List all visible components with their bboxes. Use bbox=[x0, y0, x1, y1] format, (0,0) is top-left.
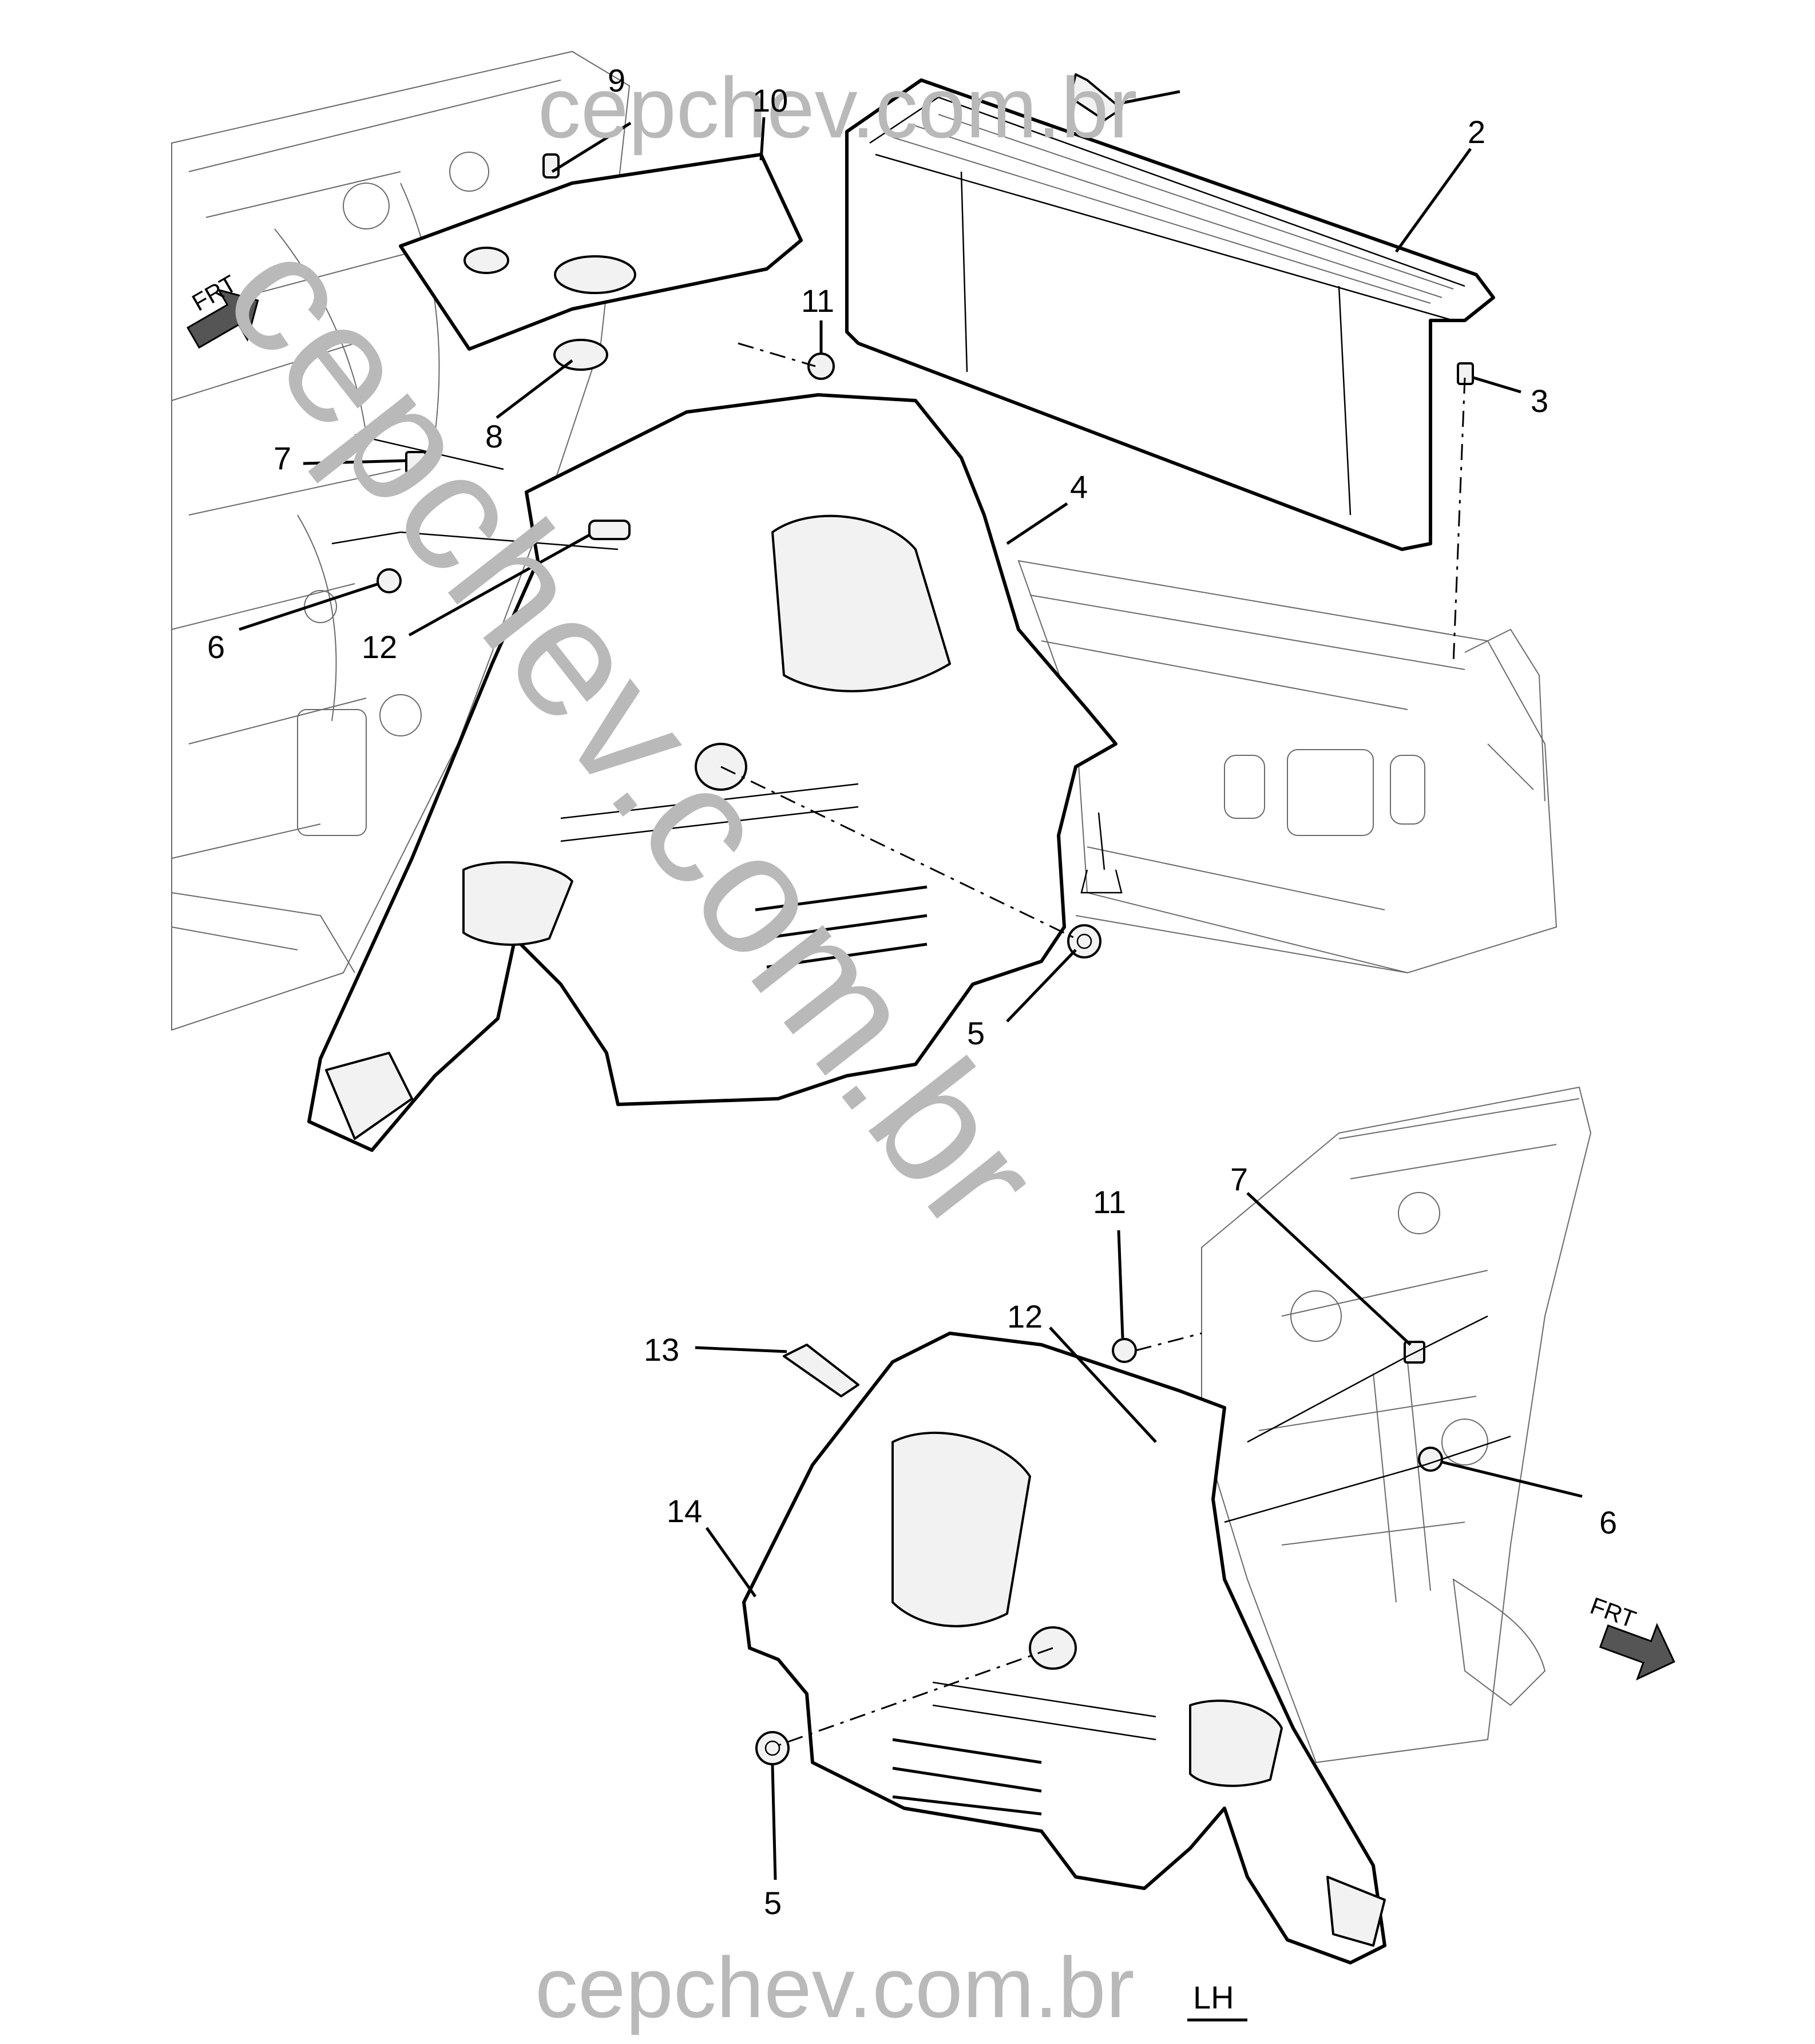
part-14-quarter-trim-panel bbox=[742, 1332, 1386, 1964]
part-6-grommet-top bbox=[377, 568, 402, 593]
assembly-path-6-bottom bbox=[1224, 1435, 1511, 1523]
lower-body-structure bbox=[1201, 1086, 1592, 1764]
part-11-nut-top bbox=[807, 352, 835, 380]
assembly-path-11-top bbox=[738, 342, 816, 367]
watermark-top: cepchev.com.br bbox=[538, 60, 1138, 156]
part-11-nut-bottom bbox=[1112, 1338, 1137, 1363]
assembly-path-7-bottom bbox=[1247, 1315, 1488, 1443]
assembly-path-7-top bbox=[354, 434, 504, 470]
part-4-quarter-trim-panel bbox=[307, 393, 1117, 1152]
callout-5-top: 5 bbox=[967, 1015, 985, 1051]
part-9-clip bbox=[542, 153, 560, 179]
part-5-grommet-bottom bbox=[755, 1731, 790, 1765]
callout-11-bottom: 11 bbox=[1093, 1184, 1126, 1220]
assembly-path-11-bottom bbox=[1135, 1332, 1202, 1352]
callout-11-top: 11 bbox=[801, 283, 834, 319]
watermark-bottom: cepchev.com.br bbox=[535, 1939, 1135, 2035]
assembly-path-3 bbox=[1452, 377, 1466, 664]
assembly-path-5-bottom bbox=[778, 1647, 1053, 1746]
callout-3: 3 bbox=[1531, 383, 1548, 419]
assembly-path-6-top bbox=[331, 531, 619, 550]
part-2-rear-closeout-panel bbox=[845, 73, 1495, 551]
callout-4: 4 bbox=[1070, 469, 1088, 505]
part-13-cover bbox=[783, 1344, 859, 1397]
callout-9: 9 bbox=[608, 62, 625, 98]
callouts: 9 10 2 11 3 4 7 8 6 12 5 11 7 12 13 6 14… bbox=[207, 62, 1617, 2015]
frt-arrow-bottom: FRT bbox=[1587, 1592, 1675, 1681]
part-12-cover-top bbox=[588, 520, 631, 540]
part-10-upper-quarter-trim bbox=[399, 153, 803, 351]
callout-6-top: 6 bbox=[207, 629, 225, 665]
callout-7-bottom: 7 bbox=[1230, 1161, 1248, 1197]
callout-5-bottom: 5 bbox=[764, 1885, 782, 1921]
callout-6-bottom: 6 bbox=[1599, 1504, 1617, 1540]
callout-8: 8 bbox=[485, 418, 503, 454]
part-5-grommet-top bbox=[1067, 924, 1101, 958]
callout-13: 13 bbox=[644, 1332, 679, 1368]
part-6-grommet-bottom bbox=[1418, 1447, 1443, 1472]
rear-end-panel-structure bbox=[1017, 560, 1558, 974]
part-7-clip-top bbox=[405, 451, 427, 474]
callout-14: 14 bbox=[667, 1493, 702, 1529]
callout-2: 2 bbox=[1468, 114, 1485, 150]
callout-12-bottom: 12 bbox=[1007, 1298, 1043, 1334]
part-8-cover bbox=[553, 339, 608, 371]
leader-lines bbox=[239, 90, 1583, 2022]
view-label-lh: LH bbox=[1193, 1979, 1234, 2015]
callout-10: 10 bbox=[752, 82, 788, 118]
callout-7-top: 7 bbox=[274, 440, 291, 476]
callout-12-top: 12 bbox=[362, 629, 397, 665]
